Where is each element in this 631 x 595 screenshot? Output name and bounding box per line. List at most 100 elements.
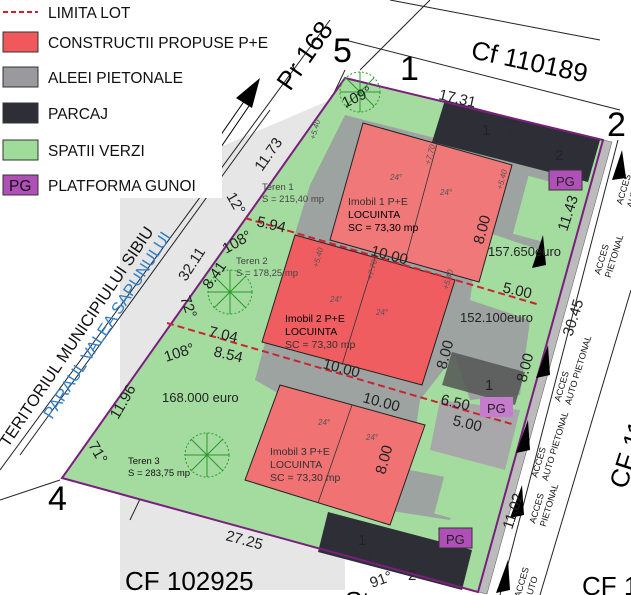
legend-swatch-walkways — [2, 66, 39, 88]
legend: LIMITA LOT CONSTRUCTII PROPUSE P+E ALEEI… — [0, 0, 268, 198]
svg-text:8.54: 8.54 — [212, 343, 244, 366]
price-lot-2: 152.100euro — [460, 310, 533, 325]
point-label: 1 — [400, 50, 419, 88]
legend-swatch-buildings — [2, 31, 39, 53]
svg-text:6.50: 6.50 — [439, 391, 471, 414]
parking-top — [432, 100, 600, 182]
svg-text:Imobil 2 P+E: Imobil 2 P+E — [285, 313, 345, 325]
price-lot-3: 168.000 euro — [162, 390, 239, 405]
car-number: 2 — [408, 567, 416, 584]
svg-text:S = 215,40 mp: S = 215,40 mp — [262, 194, 324, 205]
lot-label-1: Teren 1S = 215,40 mp — [262, 182, 324, 205]
svg-text:AUTO: AUTO — [625, 182, 631, 209]
svg-text:S = 178,25 mp: S = 178,25 mp — [236, 268, 298, 279]
car-number: 1 — [485, 377, 493, 394]
svg-text:PG: PG — [446, 532, 465, 547]
svg-text:8.00: 8.00 — [513, 351, 537, 384]
cadastral-label-right: CF 110191 — [603, 362, 631, 492]
svg-text:24°: 24° — [375, 308, 389, 317]
svg-text:3.44: 3.44 — [499, 125, 511, 142]
tree-icon — [184, 432, 230, 478]
svg-text:24°: 24° — [389, 173, 403, 182]
cadastral-label-top: Cf 110189 — [469, 35, 591, 89]
svg-text:3.02: 3.02 — [369, 547, 381, 564]
parking-bottom — [318, 512, 472, 590]
svg-text:SC = 73,30 mp: SC = 73,30 mp — [348, 222, 418, 234]
legend-label: LIMITA LOT — [48, 5, 131, 22]
lot-division-line — [166, 322, 516, 426]
tree-icon — [207, 269, 253, 315]
svg-text:SC = 73,30 mp: SC = 73,30 mp — [270, 472, 340, 484]
point-label: 5 — [333, 32, 352, 70]
pg-badge: PG — [438, 527, 473, 549]
legend-label: CONSTRUCTII PROPUSE P+E — [48, 35, 268, 52]
car-number: 1 — [358, 532, 366, 549]
lot-label-2: Teren 2S = 178,25 mp — [236, 256, 298, 279]
green-patch — [434, 465, 491, 526]
lot-boundary — [60, 76, 605, 594]
svg-text:PG: PG — [9, 178, 31, 195]
green-patch — [512, 175, 568, 245]
access-arrow-icon — [496, 150, 626, 593]
price-lot-1: 157.650euro — [488, 244, 561, 259]
svg-text:7.04: 7.04 — [207, 323, 239, 346]
svg-text:8.00: 8.00 — [470, 213, 494, 246]
legend-label: ALEEI PIETONALE — [48, 70, 183, 87]
legend-swatch-parking — [2, 102, 39, 124]
svg-text:LOCUINTA: LOCUINTA — [270, 459, 322, 471]
cadastral-label-bottom: CF 102925 — [125, 566, 254, 595]
car-number: 2 — [555, 147, 563, 164]
svg-text:8.00: 8.00 — [433, 338, 457, 371]
svg-text:5.94: 5.94 — [255, 213, 287, 236]
parking-middle — [442, 352, 525, 405]
svg-text:AUTO PIETONAL: AUTO PIETONAL — [563, 334, 594, 405]
car-number: 1 — [482, 122, 490, 139]
point-label: 2 — [607, 106, 626, 144]
svg-text:Teren 2: Teren 2 — [236, 256, 268, 267]
svg-text:24°: 24° — [317, 418, 331, 427]
legend-swatch-green — [2, 139, 39, 161]
svg-text:AUTO PIETONAL: AUTO PIETONAL — [540, 410, 571, 481]
svg-text:Teren 1: Teren 1 — [262, 182, 294, 193]
svg-text:5.00: 5.00 — [501, 279, 533, 302]
svg-text:LOCUINTA: LOCUINTA — [348, 209, 400, 221]
svg-text:LOCUINTA: LOCUINTA — [285, 326, 337, 338]
svg-text:5.00: 5.00 — [451, 412, 483, 435]
svg-text:91°: 91° — [368, 568, 395, 592]
svg-text:8.00: 8.00 — [372, 443, 396, 476]
road-label: Pr 168 — [270, 15, 339, 95]
svg-text:24°: 24° — [439, 188, 453, 197]
road-label: St — [345, 586, 370, 595]
svg-text:24°: 24° — [365, 433, 379, 442]
svg-text:PG: PG — [556, 174, 575, 189]
walkway-area — [430, 400, 520, 470]
svg-text:72°: 72° — [176, 294, 200, 321]
ridge-lines — [317, 143, 438, 504]
lot-label-3: Teren 3S = 283,75 mp — [128, 456, 190, 479]
svg-text:Imobil 3 P+E: Imobil 3 P+E — [270, 446, 330, 458]
cadastral-label-bottom-right: CF 1 — [582, 571, 631, 595]
svg-text:S = 283,75 mp: S = 283,75 mp — [128, 468, 190, 479]
pg-badge: PG — [548, 169, 583, 191]
legend-label: PLATFORMA GUNOI — [48, 178, 196, 195]
legend-swatch-garbage — [2, 174, 39, 196]
pg-badge: PG — [480, 397, 513, 417]
tree-icon — [339, 71, 381, 113]
svg-text:SC = 73,30 mp: SC = 73,30 mp — [285, 339, 355, 351]
building-2 — [261, 234, 456, 386]
legend-label: SPATII VERZI — [48, 143, 145, 160]
svg-text:Teren 3: Teren 3 — [128, 456, 160, 467]
lot-division-line — [244, 217, 541, 306]
svg-text:Imobil 1 P+E: Imobil 1 P+E — [348, 196, 408, 208]
svg-text:PG: PG — [487, 401, 506, 416]
point-label: 4 — [48, 480, 67, 518]
legend-label: PARCAJ — [48, 106, 108, 123]
svg-text:24°: 24° — [329, 295, 343, 304]
